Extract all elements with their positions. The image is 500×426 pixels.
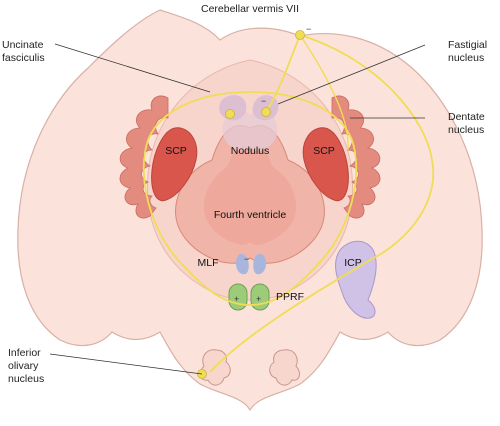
leader-uncinate bbox=[54, 43, 211, 93]
label-inferior-line3: nucleus bbox=[8, 373, 44, 385]
mlf-left bbox=[235, 253, 249, 275]
mlf-right bbox=[253, 253, 267, 275]
sign-pprf-right-plus: + bbox=[256, 294, 261, 304]
label-uncinate-line1: Uncinate bbox=[2, 39, 44, 51]
leader-fastigial bbox=[277, 44, 426, 105]
label-fourth-ventricle: Fourth ventricle bbox=[214, 209, 287, 221]
scp-right bbox=[302, 127, 349, 202]
label-cerebellar-vermis: Cerebellar vermis VII bbox=[201, 3, 299, 15]
label-uncinate-line2: fasciculis bbox=[2, 52, 45, 64]
label-inferior-line1: Inferior bbox=[8, 347, 41, 359]
scp-left bbox=[151, 127, 198, 202]
olivary-to-fastigial-tract bbox=[209, 33, 435, 373]
icp bbox=[335, 240, 377, 319]
fastigial-dot-left bbox=[225, 109, 235, 119]
fastigial-dot-top bbox=[295, 30, 305, 40]
label-scp-left: SCP bbox=[165, 145, 187, 157]
inferior-olivary-nucleus-right bbox=[269, 349, 300, 386]
label-scp-right: SCP bbox=[313, 145, 335, 157]
label-inferior-line2: olivary bbox=[8, 360, 39, 372]
leader-inferior-olivary bbox=[49, 353, 203, 375]
sign-pprf-left-plus: + bbox=[234, 294, 239, 304]
label-pprf: PPRF bbox=[276, 291, 304, 303]
label-mlf: MLF bbox=[198, 257, 219, 269]
label-fastigial-line2: nucleus bbox=[448, 52, 484, 64]
uncinate-fasciculus-tract bbox=[142, 91, 358, 306]
fastigial-to-dentate-tract bbox=[299, 34, 349, 151]
sign-fastigial-left-minus: − bbox=[261, 96, 266, 106]
fourth-ventricle-inner bbox=[203, 146, 297, 245]
label-dentate-line2: nucleus bbox=[448, 124, 484, 136]
dentate-nucleus-left bbox=[119, 95, 169, 219]
label-fastigial-line1: Fastigial bbox=[448, 39, 487, 51]
label-nodulus: Nodulus bbox=[231, 145, 270, 157]
sign-mlf-minus: − bbox=[244, 254, 249, 264]
label-icp: ICP bbox=[344, 257, 362, 269]
sign-fastigial-top-minus: − bbox=[306, 24, 311, 34]
label-dentate-line1: Dentate bbox=[448, 111, 485, 123]
fastigial-dot-right bbox=[261, 107, 271, 117]
